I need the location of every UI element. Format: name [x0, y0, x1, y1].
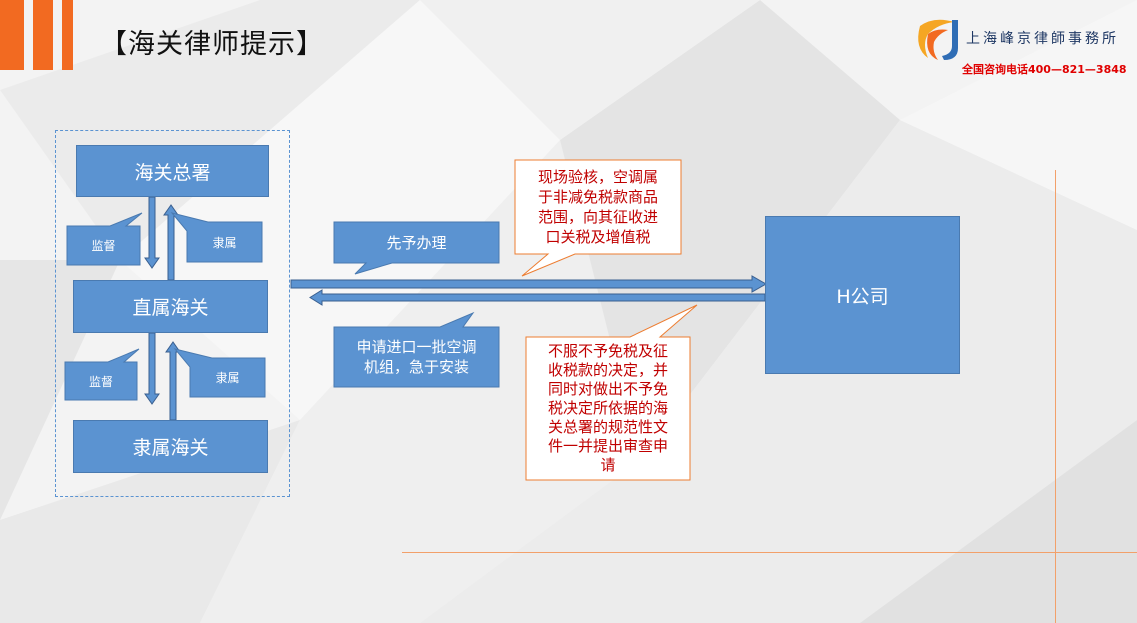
node-direct-customs: 直属海关	[73, 280, 268, 333]
node-company: H公司	[765, 216, 960, 374]
callout-review-application-text: 不服不予免税及征收税款的决定，并同时对做出不予免税决定所依据的海关总署的规范性文…	[548, 342, 669, 474]
callout-on-site-verification: 现场验核，空调属于非减免税款商品范围，向其征收进口关税及增值税	[515, 160, 681, 254]
background-facet	[860, 420, 1137, 623]
callout-import-application: 申请进口一批空调机组，急于安装	[334, 327, 499, 387]
background-facet	[420, 0, 760, 140]
callout-shape-import-application	[333, 311, 500, 388]
callout-import-application-text: 申请进口一批空调机组，急于安装	[356, 338, 477, 376]
hotline-number: 全国咨询电话400—821—3848	[962, 63, 1127, 76]
callout-release-first-text: 先予办理	[386, 233, 447, 252]
orange-horizontal-line	[402, 552, 1137, 553]
header-accent-bar	[62, 0, 73, 70]
tag-shape-upper-supervise	[66, 212, 143, 266]
background-facet	[900, 0, 1137, 230]
tag-shape-lower-subordinate	[173, 348, 266, 398]
slide-title: 【海关律师提示】	[100, 29, 324, 60]
callout-shape-on-site-verification	[514, 159, 682, 277]
arrow-right-customs-to-company	[290, 275, 768, 293]
orange-vertical-line	[1055, 170, 1056, 623]
arrow-left-company-to-customs	[309, 289, 766, 306]
header-accent-bar	[33, 0, 53, 70]
node-subordinate-customs: 隶属海关	[73, 420, 268, 473]
tag-shape-upper-subordinate	[170, 212, 263, 263]
callout-on-site-verification-text: 现场验核，空调属于非减免税款商品范围，向其征收进口关税及增值税	[538, 168, 659, 246]
firm-name: 上海峰京律師事務所	[966, 31, 1119, 47]
customs-hierarchy-frame	[55, 130, 290, 497]
tag-upper-subordinate: 隶属	[212, 235, 237, 250]
tag-shape-lower-supervise	[64, 348, 140, 401]
node-customs-hq: 海关总署	[76, 145, 269, 197]
firm-logo-icon	[918, 19, 958, 60]
arrow-up-subordinate-to-direct	[165, 341, 181, 421]
callout-review-application: 不服不予免税及征收税款的决定，并同时对做出不予免税决定所依据的海关总署的规范性文…	[526, 337, 690, 480]
tag-upper-supervise: 监督	[91, 239, 116, 253]
arrow-down-direct-to-subordinate	[144, 332, 160, 405]
callout-shape-review-application	[525, 304, 698, 481]
tag-lower-supervise: 监督	[88, 374, 113, 389]
callout-shape-release-first	[333, 221, 500, 275]
arrow-up-direct-to-hq	[163, 204, 179, 281]
arrow-down-hq-to-direct	[144, 196, 160, 269]
callout-release-first: 先予办理	[334, 222, 499, 263]
tag-lower-subordinate: 隶属	[215, 371, 240, 385]
header-accent-bar	[0, 0, 24, 70]
